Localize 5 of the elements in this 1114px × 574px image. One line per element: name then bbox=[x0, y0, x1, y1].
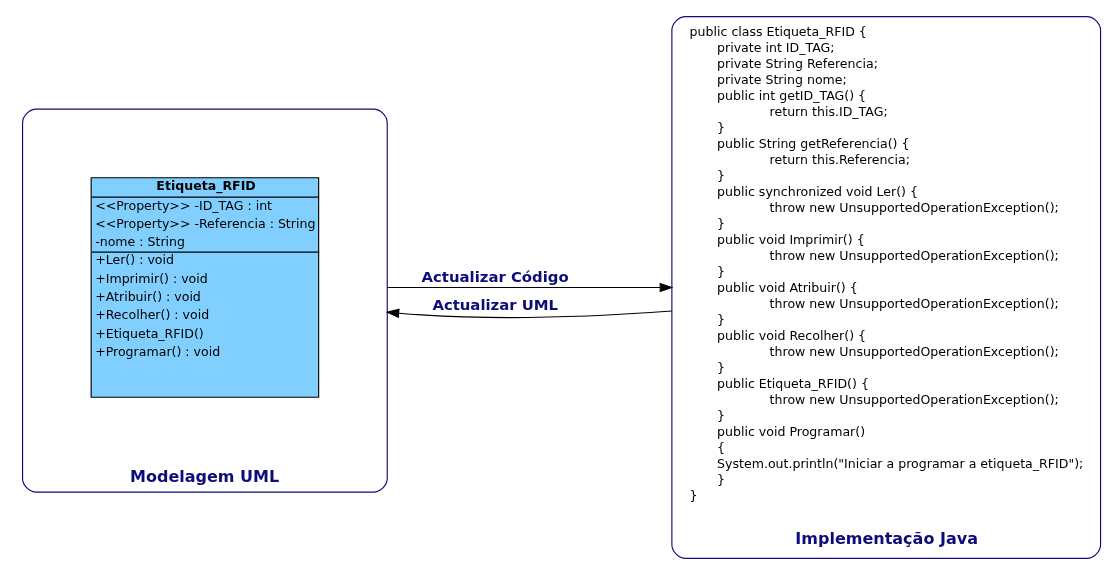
node-box: public class Etiqueta_RFID { private int ID_TAG; private String Referencia; private String nome; public int getID_TAG() { return this.ID_TAG; } public String getReferencia() { return this.Referencia; } public synchronized void Ler() { throw new UnsupportedOperationException(); } public void Imprimir() { throw new UnsupportedOperationException(); } public void Atribuir() { throw new UnsupportedOperationException(); } public void Recolher() { throw new UnsupportedOperationException(); } public Etiqueta_RFID() { throw new UnsupportedOperationException(); } public void Programar() { System.out.println("Iniciar a programar a etiqueta_RFID"); } } Implementação Java bbox=[671, 15, 1102, 559]
edge-label: Actualizar Código bbox=[421, 267, 569, 286]
arrow bbox=[385, 308, 673, 318]
arrow bbox=[386, 282, 674, 292]
edge-label: Actualizar UML bbox=[432, 295, 559, 314]
